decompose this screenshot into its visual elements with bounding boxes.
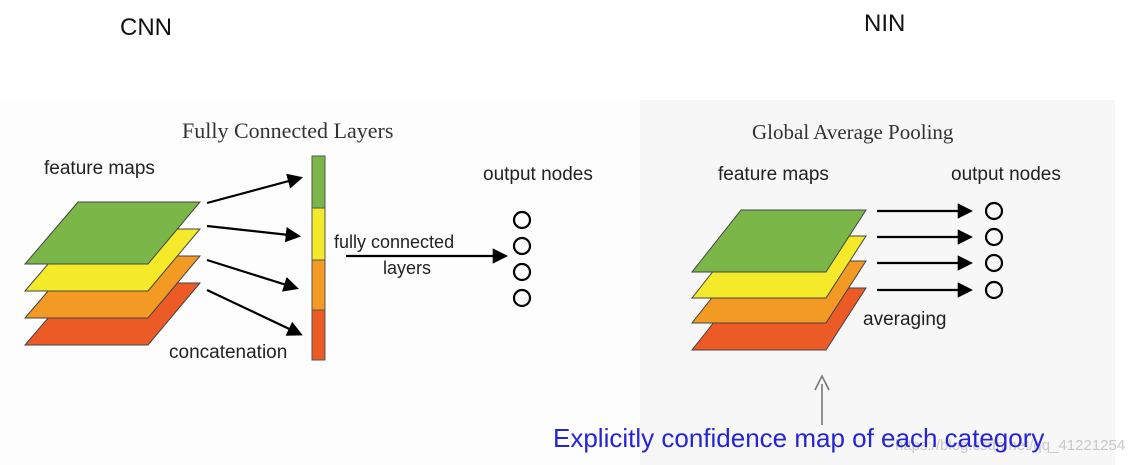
vector-segment-yellow — [311, 207, 326, 261]
cnn-feature-maps-label: feature maps — [44, 158, 155, 179]
caption-pointer-arrow — [814, 374, 830, 425]
watermark: https://blog.csdn.net/qq_41221254 — [895, 437, 1126, 454]
cnn-title: CNN — [120, 14, 172, 41]
concatenation-label: concatenation — [169, 342, 288, 363]
cnn-output-node — [512, 288, 532, 308]
concat-arrow-1 — [206, 173, 303, 205]
fully-connected-heading: Fully Connected Layers — [182, 118, 394, 143]
nin-output-nodes-label: output nodes — [951, 164, 1061, 185]
cnn-output-node — [512, 236, 532, 256]
global-average-pooling-heading: Global Average Pooling — [752, 120, 954, 144]
fully-connected-label: fully connected — [334, 232, 455, 252]
vector-segment-orange — [311, 259, 326, 311]
averaging-label: averaging — [863, 309, 947, 330]
concatenated-vector — [311, 155, 326, 361]
cnn-feature-map-stack — [23, 201, 202, 346]
nin-output-node — [984, 201, 1004, 221]
vector-segment-red — [311, 309, 326, 361]
nin-output-node — [984, 280, 1004, 300]
nin-output-nodes — [984, 201, 1004, 300]
cnn-output-nodes — [512, 210, 532, 308]
cnn-output-nodes-label: output nodes — [483, 164, 593, 185]
nin-feature-maps-label: feature maps — [718, 164, 829, 185]
layers-label: layers — [383, 258, 432, 278]
concat-arrow-3 — [206, 258, 299, 292]
concat-arrow-4 — [206, 289, 303, 336]
nin-feature-map-green — [690, 209, 867, 273]
confidence-map-caption: Explicitly confidence map of each catego… — [553, 423, 1045, 453]
cnn-output-node — [512, 262, 532, 282]
nin-averaging-arrows — [877, 203, 974, 298]
cnn-output-node — [512, 210, 532, 230]
cnn-concat-arrows — [206, 173, 303, 336]
nin-title: NIN — [864, 10, 906, 37]
vector-segment-green — [311, 155, 326, 209]
nin-feature-map-stack — [690, 209, 867, 351]
concat-arrow-2 — [206, 224, 302, 243]
cnn-feature-map-green — [23, 201, 202, 265]
nin-output-node — [984, 253, 1004, 273]
nin-output-node — [984, 227, 1004, 247]
